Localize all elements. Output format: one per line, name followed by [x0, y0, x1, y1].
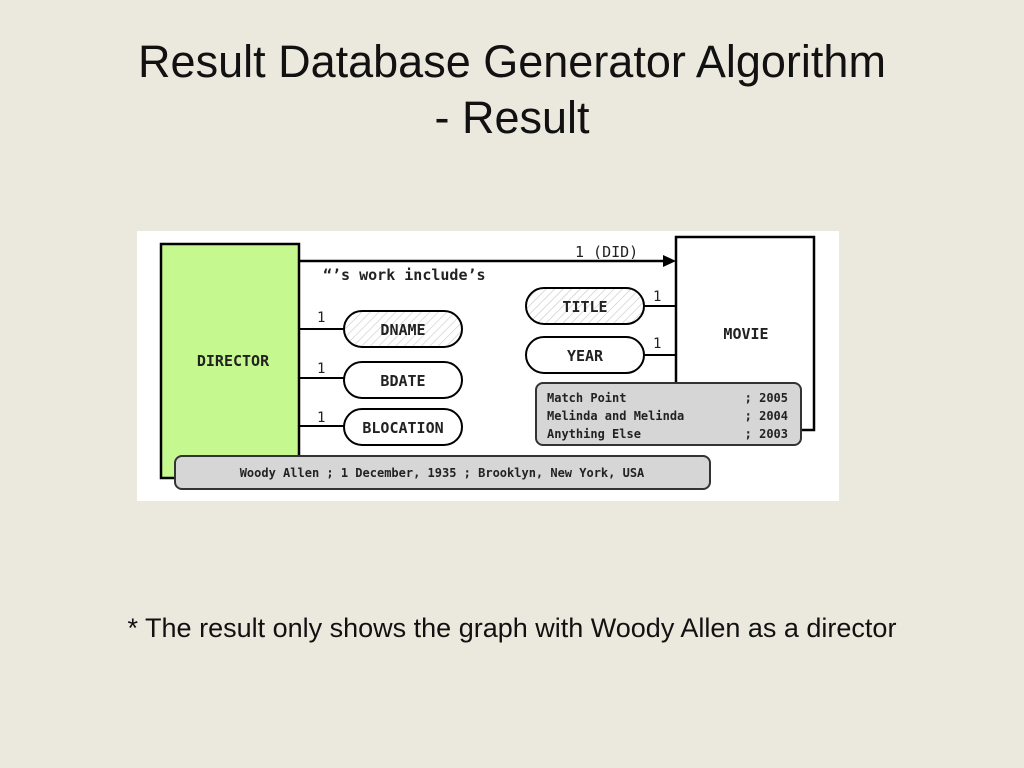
movie-entity-label: MOVIE [723, 325, 768, 343]
bdate-cardinality: 1 [317, 361, 325, 377]
dname-attribute [343, 310, 463, 348]
title-attribute-label: TITLE [562, 298, 607, 316]
blocation-attribute-label: BLOCATION [362, 419, 443, 437]
relationship-arrow-head [663, 255, 676, 267]
bdate-attribute-label: BDATE [380, 372, 425, 390]
movie-row-3-title: Anything Else [547, 427, 641, 441]
director-entity-label: DIRECTOR [197, 352, 270, 370]
dname-attribute-label: DNAME [380, 321, 425, 339]
er-diagram-svg: DIRECTOR MOVIE 1 (DID) “’s work include’… [159, 235, 816, 490]
director-result-box [174, 455, 711, 490]
slide-title: Result Database Generator Algorithm - Re… [0, 34, 1024, 146]
movies-result-box [535, 382, 802, 446]
bdate-attribute [343, 361, 463, 399]
title-cardinality: 1 [653, 289, 661, 305]
movie-row-2-year: ; 2004 [745, 409, 788, 423]
movie-row-2-title: Melinda and Melinda [547, 409, 684, 423]
blocation-cardinality: 1 [317, 410, 325, 426]
footnote: * The result only shows the graph with W… [127, 613, 897, 643]
movie-row-3-year: ; 2003 [745, 427, 788, 441]
dname-cardinality: 1 [317, 310, 325, 326]
director-entity-box [159, 242, 301, 480]
year-cardinality: 1 [653, 336, 661, 352]
year-attribute-label: YEAR [567, 347, 604, 365]
movie-row-1-year: ; 2005 [745, 391, 788, 405]
relationship-phrase: “’s work include’s [323, 266, 486, 284]
movie-row-1-title: Match Point [547, 391, 626, 405]
slide-title-line2: - Result [434, 92, 590, 143]
er-diagram: DIRECTOR MOVIE 1 (DID) “’s work include’… [137, 231, 839, 501]
relationship-label: 1 (DID) [575, 243, 638, 261]
director-result-text: Woody Allen ; 1 December, 1935 ; Brookly… [240, 466, 645, 480]
blocation-attribute [343, 408, 463, 446]
slide-title-line1: Result Database Generator Algorithm [138, 36, 886, 87]
